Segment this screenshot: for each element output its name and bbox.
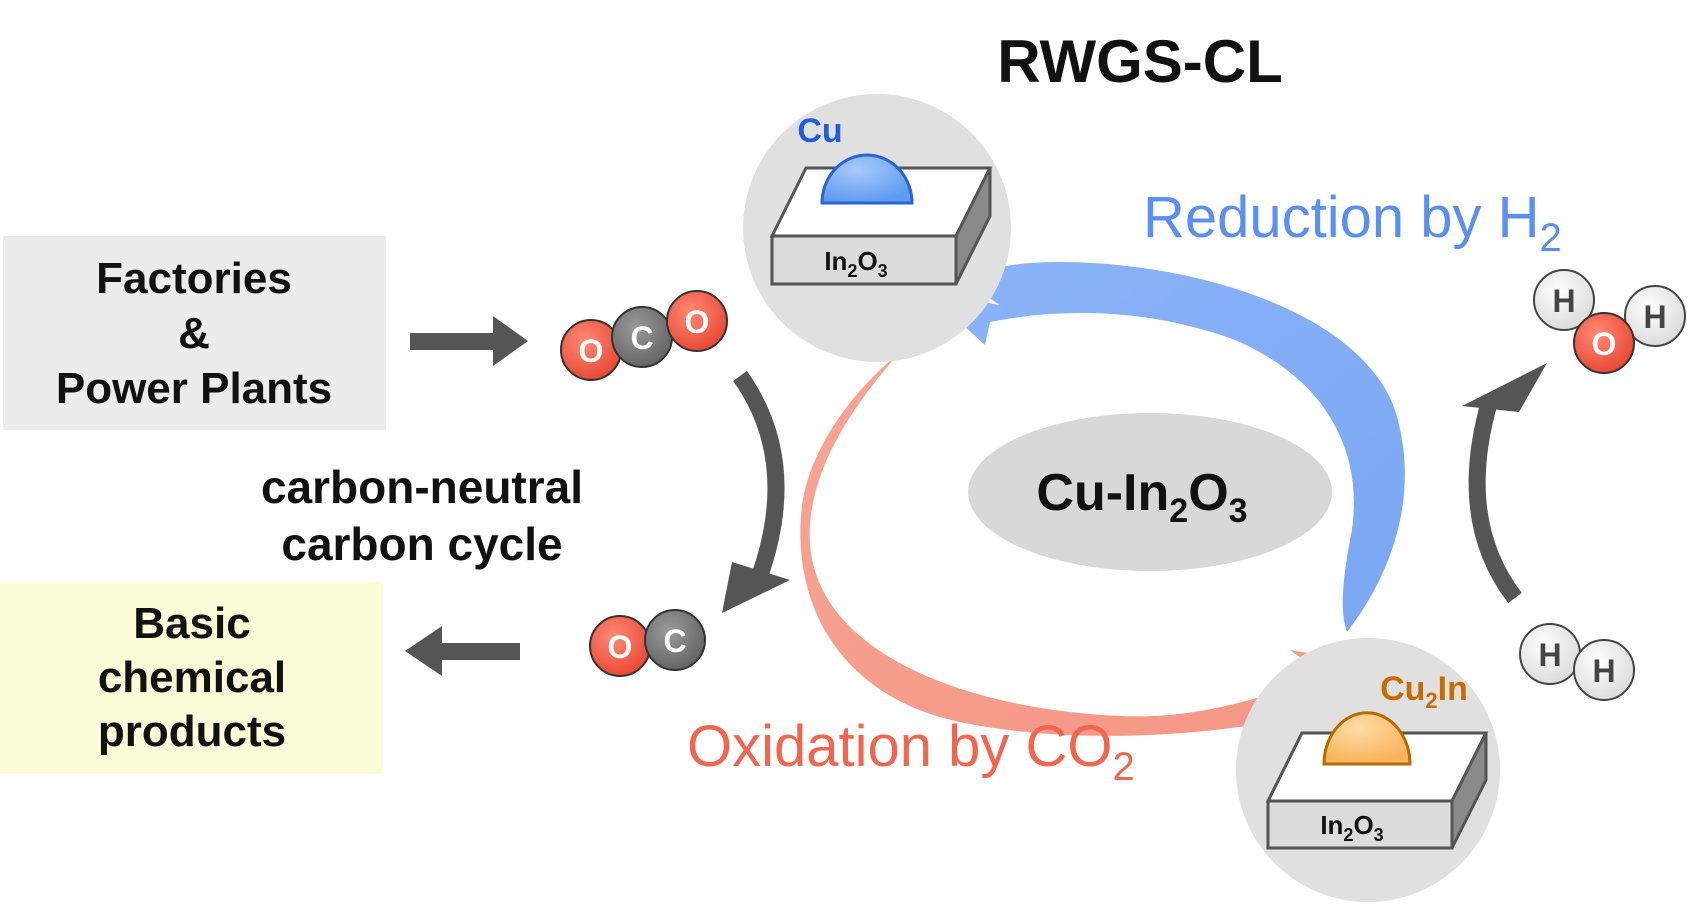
bottom-catalyst: In2O3 Cu2In: [1236, 638, 1500, 902]
sources-line3: Power Plants: [56, 364, 332, 413]
h2-hydrogen-right: [1573, 639, 1635, 701]
arrow-co-to-products: [405, 626, 520, 676]
cu-label: Cu: [797, 112, 842, 150]
h2o-atom-label-o: O: [1592, 326, 1617, 362]
h2o-hydrogen-right: [1624, 285, 1686, 347]
co-atom-label-c: C: [663, 623, 686, 659]
center-ellipse: Cu-In2O3: [968, 413, 1332, 571]
products-line2: chemical: [98, 653, 286, 702]
co-atom-label-o: O: [608, 629, 633, 665]
cu-particle: [820, 153, 914, 205]
co2-molecule: O C O: [560, 290, 728, 381]
curved-arrow-h2-to-h2o: [1462, 363, 1547, 604]
top-support-label: In2O3: [824, 246, 887, 281]
co2-atom-label-o2: O: [685, 304, 710, 340]
co2-atom-label-o1: O: [579, 333, 604, 369]
top-catalyst: In2O3 Cu: [743, 94, 1011, 362]
h2o-atom-label-h2: H: [1643, 299, 1666, 335]
sources-line1: Factories: [96, 254, 292, 303]
h2o-molecule: H H O: [1533, 269, 1686, 374]
oxidation-label: Oxidation by CO2: [687, 714, 1135, 789]
bottom-support-label: In2O3: [1320, 810, 1383, 845]
cu2in-particle: [1322, 711, 1412, 766]
curved-arrow-co2-to-co: [722, 371, 790, 613]
co-carbon: [644, 609, 706, 671]
h2o-atom-label-h1: H: [1552, 283, 1575, 319]
products-line1: Basic: [133, 599, 250, 648]
reduction-label: Reduction by H2: [1143, 185, 1562, 260]
arrow-sources-to-co2: [410, 316, 528, 366]
h2o-oxygen: [1573, 312, 1635, 374]
cu2in-label: Cu2In: [1380, 670, 1468, 713]
h2-atom-label-h1: H: [1538, 637, 1561, 673]
co-molecule: O C: [589, 609, 706, 677]
diagram-title: RWGS-CL: [997, 28, 1283, 95]
h2-atom-label-h2: H: [1592, 653, 1615, 689]
h2-molecule: H H: [1519, 623, 1635, 701]
sources-line2: &: [178, 309, 210, 358]
cycle-label-line1: carbon-neutral: [261, 461, 583, 513]
products-box: Basic chemical products: [0, 582, 383, 774]
center-label: Cu-In2O3: [1036, 464, 1247, 530]
cycle-label-line2: carbon cycle: [281, 518, 562, 570]
co2-oxygen-right: [666, 290, 728, 352]
reduction-cycle-arrow: [928, 262, 1405, 632]
products-line3: products: [98, 707, 286, 756]
co2-atom-label-c: C: [630, 320, 653, 356]
sources-box: Factories & Power Plants: [3, 236, 386, 430]
h2o-hydrogen-left: [1533, 269, 1595, 331]
